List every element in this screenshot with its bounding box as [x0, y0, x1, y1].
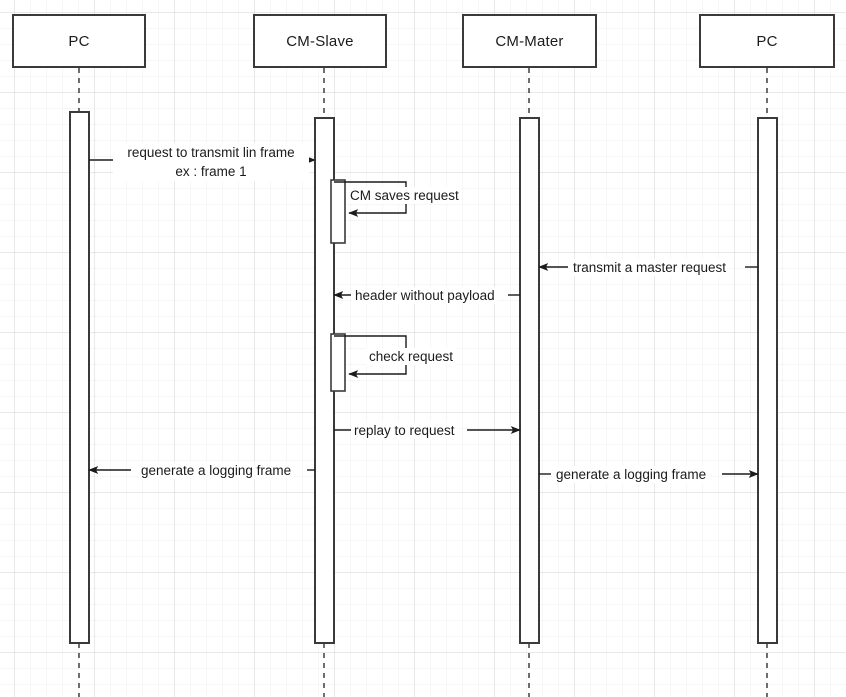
message-label-generate-a-logging-frame-right[interactable]: generate a logging frame: [553, 466, 710, 483]
lifeline-dashes: [78, 68, 768, 697]
nested-activation-bar-check-request: [330, 333, 346, 392]
activation-bar-pc-left: [69, 111, 90, 644]
lifeline-header-cm-mater[interactable]: CM-Mater: [462, 14, 597, 68]
lifeline-label-cm-slave: CM-Slave: [286, 32, 354, 50]
message-label-replay-to-request[interactable]: replay to request: [351, 422, 458, 439]
message-label-header-without-payload[interactable]: header without payload: [352, 287, 498, 304]
message-label-check-request[interactable]: check request: [366, 348, 457, 365]
lifeline-header-pc-left[interactable]: PC: [12, 14, 146, 68]
message-label-transmit-a-master-request[interactable]: transmit a master request: [570, 259, 730, 276]
message-label-cm-saves-request[interactable]: CM saves request: [347, 187, 462, 204]
lifeline-header-pc-right[interactable]: PC: [699, 14, 835, 68]
lifeline-label-cm-mater: CM-Mater: [495, 32, 564, 50]
message-label-m1-line1: request to transmit lin frame: [127, 145, 295, 160]
message-label-generate-a-logging-frame-left[interactable]: generate a logging frame: [138, 462, 295, 479]
nested-activation-bars: [330, 179, 346, 392]
activation-bars: [69, 111, 778, 644]
lifeline-label-pc-left: PC: [68, 32, 90, 50]
activation-bar-cm-mater: [519, 117, 540, 644]
activation-bar-pc-right: [757, 117, 778, 644]
lifeline-header-cm-slave[interactable]: CM-Slave: [253, 14, 387, 68]
nested-activation-bar-cm-saves-request: [330, 179, 346, 244]
message-label-m1-line2: ex : frame 1: [175, 164, 247, 179]
message-label-request-to-transmit-lin-frame[interactable]: request to transmit lin frame ex : frame…: [113, 143, 309, 181]
lifeline-label-pc-right: PC: [756, 32, 778, 50]
